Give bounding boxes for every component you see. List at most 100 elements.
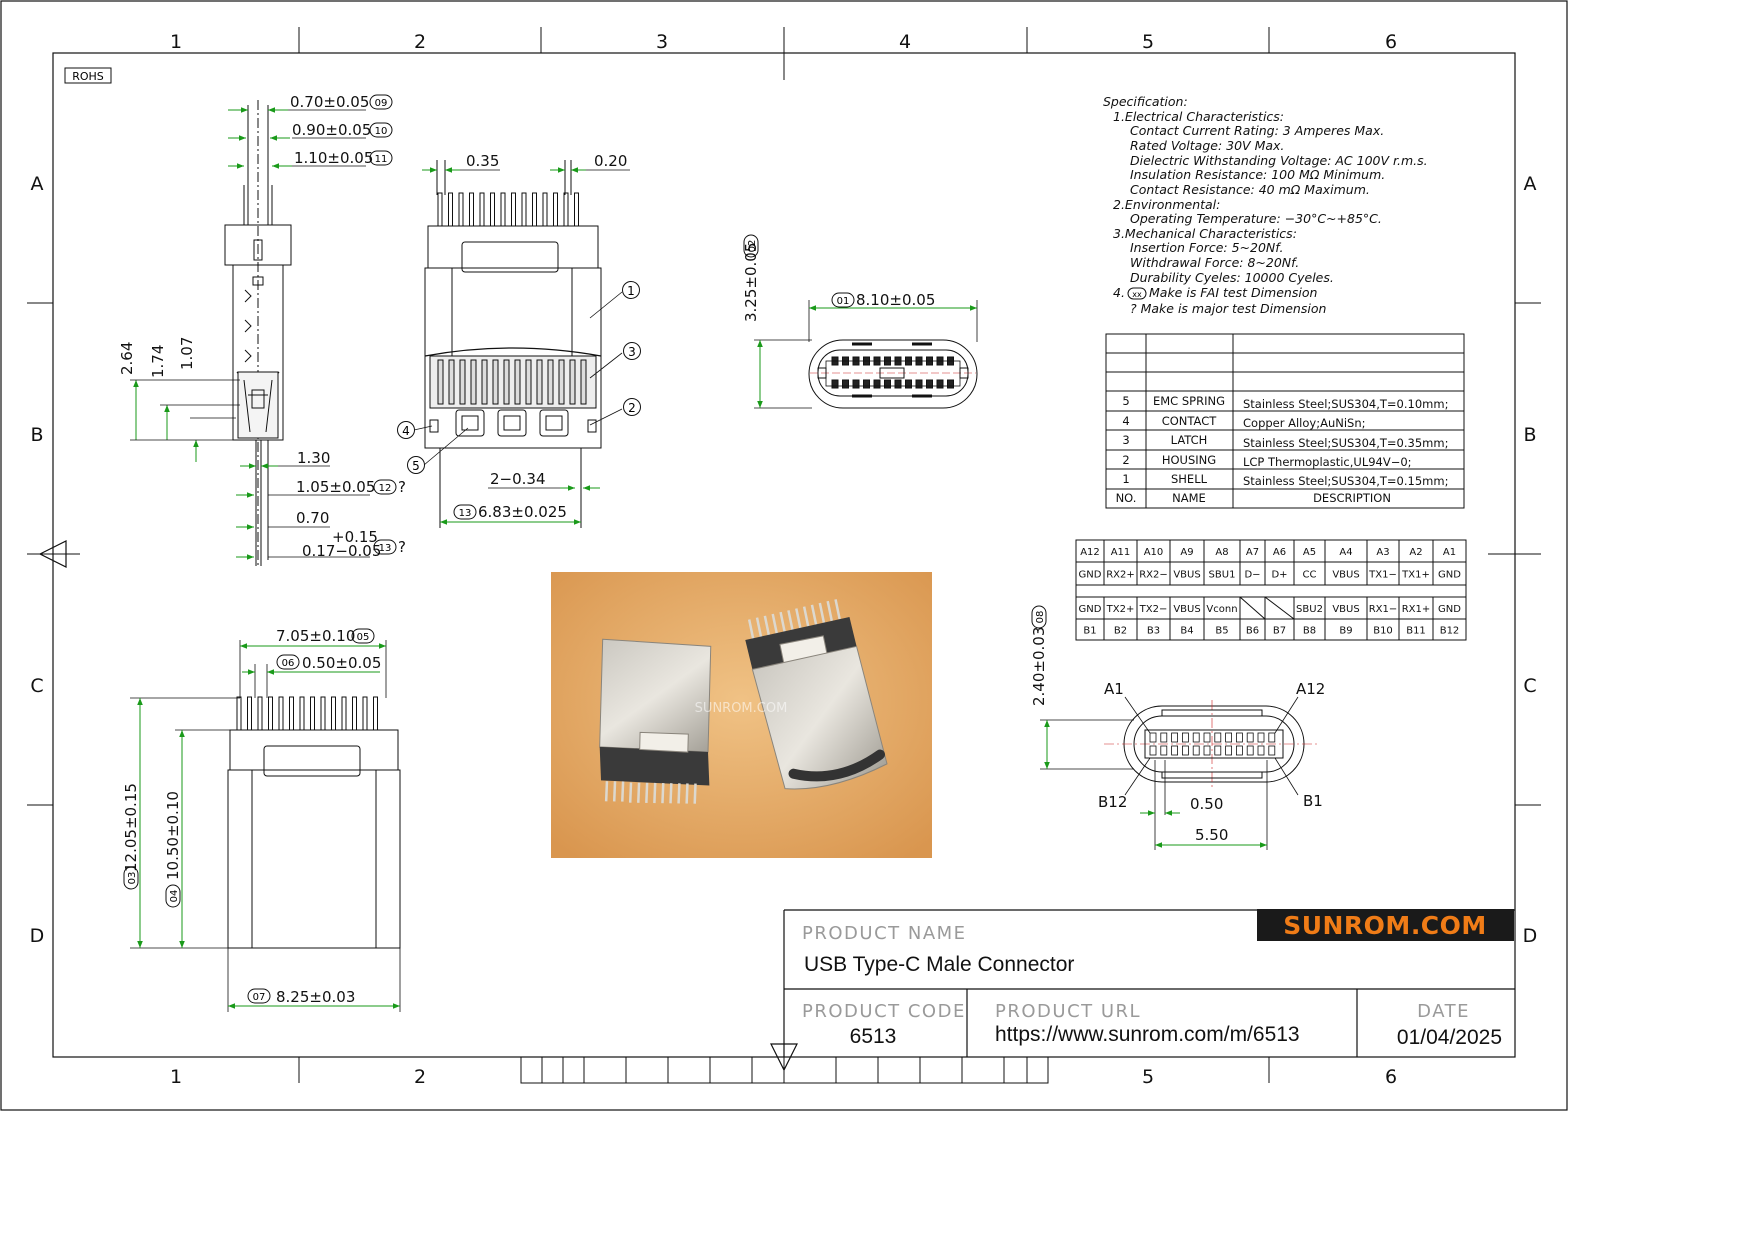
tag-01: 01 xyxy=(831,292,855,308)
pin-lead xyxy=(532,192,537,227)
dim-0-20: 0.20 xyxy=(594,152,627,170)
dim-1-07: 1.07 xyxy=(178,337,196,370)
tag-07: 07 xyxy=(247,988,271,1004)
dim-2-64: 2.64 xyxy=(118,342,136,375)
dim-1-30: 1.30 xyxy=(297,449,330,467)
contact-pad xyxy=(1257,745,1265,756)
front-view xyxy=(424,160,602,528)
zone-col-4: 4 xyxy=(899,31,911,53)
pinout-empty-slash xyxy=(1264,596,1295,620)
svg-text:HOUSING: HOUSING xyxy=(1162,453,1216,467)
pinout-cell: A5 xyxy=(1303,547,1316,558)
svg-text:Stainless Steel;SUS304,T=0.15m: Stainless Steel;SUS304,T=0.15mm; xyxy=(1243,474,1448,488)
pinout-cell: RX1+ xyxy=(1402,604,1431,615)
face-view-dim-arrows xyxy=(1044,720,1267,848)
contact-pad xyxy=(905,379,912,389)
contact-pad xyxy=(947,379,954,389)
pinout-cell: TX2+ xyxy=(1106,604,1135,615)
date-label: DATE xyxy=(1417,1001,1470,1022)
dim-2-40: 2.40±0.03 xyxy=(1030,627,1048,706)
side-view-labels: 0.70±0.05 0.90±0.05 1.10±0.05 2.64 1.74 … xyxy=(118,93,406,560)
pinout-cell: VBUS xyxy=(1173,570,1200,581)
pin-lead xyxy=(490,192,495,227)
svg-text:4: 4 xyxy=(1122,414,1129,428)
contact xyxy=(470,359,477,405)
svg-text:01: 01 xyxy=(837,296,850,307)
zone-row-b-right: B xyxy=(1523,424,1536,446)
product-name-label: PRODUCT NAME xyxy=(802,923,967,944)
spec-line-11: Withdrawal Force: 8~20Nf. xyxy=(1130,255,1299,270)
pinout-cell: GND xyxy=(1079,604,1102,615)
balloon-1: 1 xyxy=(622,281,640,299)
zone-row-c: C xyxy=(30,675,43,697)
pinout-cell: RX2− xyxy=(1139,570,1168,581)
svg-text:SHELL: SHELL xyxy=(1171,472,1208,486)
svg-text:13: 13 xyxy=(379,543,392,554)
svg-text:1: 1 xyxy=(627,284,635,298)
dim-0-50-top: 0.50±0.05 xyxy=(302,654,381,672)
top-view-pins xyxy=(236,696,378,731)
dim-0-17: 0.17−0.05 xyxy=(302,542,381,560)
pinout-cell: Vconn xyxy=(1206,604,1237,615)
zone-row-d-right: D xyxy=(1523,925,1538,947)
contact-pad xyxy=(1192,745,1200,756)
pinout-cell: A3 xyxy=(1376,547,1389,558)
contact-pad xyxy=(863,379,870,389)
svg-text:06: 06 xyxy=(282,658,295,669)
pinout-cell: D+ xyxy=(1271,570,1287,581)
pinout-cell: B8 xyxy=(1303,626,1316,637)
contact-pad xyxy=(1236,745,1243,756)
contact-pad xyxy=(1246,732,1254,743)
tag-05: 05 xyxy=(351,628,375,644)
pin-lead xyxy=(352,696,357,731)
pin-lead xyxy=(362,696,368,731)
dim-0-70: 0.70±0.05 xyxy=(290,93,369,111)
product-url-label: PRODUCT URL xyxy=(995,1001,1141,1022)
svg-text:SUNROM.COM: SUNROM.COM xyxy=(1283,911,1487,940)
pinout-cell: A9 xyxy=(1180,547,1193,558)
dim-0-70-lower: 0.70 xyxy=(296,509,329,527)
pin-lead xyxy=(511,192,516,227)
pinout-cell: VBUS xyxy=(1332,604,1359,615)
contact-pad xyxy=(1268,732,1276,743)
zone-row-a-right: A xyxy=(1524,173,1537,195)
contact-pad xyxy=(1214,745,1222,756)
pinout-cell: GND xyxy=(1438,570,1461,581)
contact-pad xyxy=(1149,732,1157,743)
contact-pad xyxy=(1160,745,1168,756)
product-code-label: PRODUCT CODE xyxy=(802,1001,966,1022)
spec-line-3: Rated Voltage: 30V Max. xyxy=(1130,138,1284,153)
end-view-contacts xyxy=(831,356,954,389)
pinout-cell: A8 xyxy=(1215,547,1228,558)
rohs-box: ROHS xyxy=(64,67,112,84)
product-url-value[interactable]: https://www.sunrom.com/m/6513 xyxy=(995,1023,1300,1046)
zone-row-d: D xyxy=(30,925,45,947)
pinout-cell: A7 xyxy=(1246,547,1259,558)
spec-line-14: Make is FAI test Dimension xyxy=(1149,285,1317,300)
contact xyxy=(514,359,521,405)
date-value: 01/04/2025 xyxy=(1397,1026,1502,1049)
pinout-cell: GND xyxy=(1438,604,1461,615)
tag-10: 10 xyxy=(369,122,393,138)
pin-lead xyxy=(458,192,464,227)
contact xyxy=(481,359,488,405)
svg-text:Stainless Steel;SUS304,T=0.10m: Stainless Steel;SUS304,T=0.10mm; xyxy=(1243,397,1448,411)
pin-lead xyxy=(257,696,263,731)
pin-lead xyxy=(521,192,527,227)
pin-lead xyxy=(236,696,242,731)
zone-col-3: 3 xyxy=(656,31,668,53)
pinout-cell: B9 xyxy=(1339,626,1352,637)
svg-text:LATCH: LATCH xyxy=(1171,433,1208,447)
top-view-labels: 7.05±0.10 05 06 0.50±0.05 12.05±0.15 03 … xyxy=(122,627,381,1006)
pinout-cell: GND xyxy=(1079,570,1102,581)
dim-1-10: 1.10±0.05 xyxy=(294,149,373,167)
specification-text: Specification: 1.Electrical Characterist… xyxy=(1103,94,1428,316)
spec-line-5: Insulation Resistance: 100 MΩ Minimum. xyxy=(1130,167,1385,182)
dim-2-0-34: 2−0.34 xyxy=(490,470,546,488)
zone-col-5: 5 xyxy=(1142,31,1154,53)
pin-lead xyxy=(268,696,273,731)
